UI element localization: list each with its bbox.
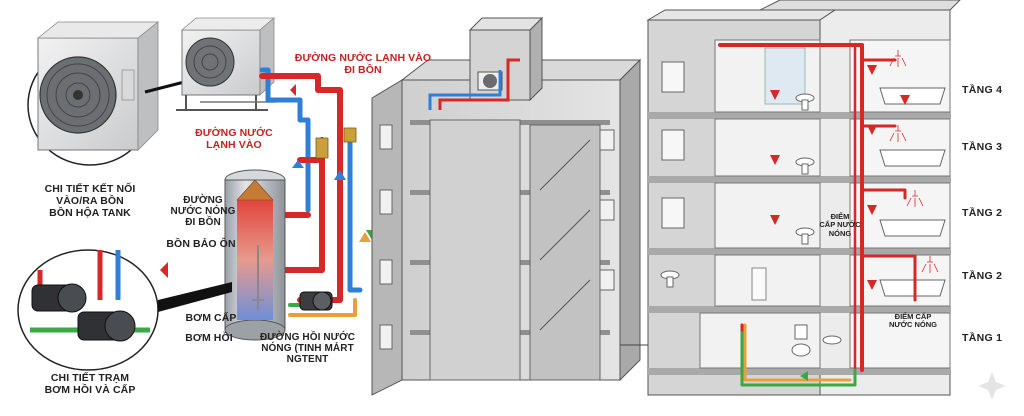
floor-label-5: TẦNG 1 xyxy=(962,332,1003,344)
pump-station-detail xyxy=(17,249,159,371)
floor-label-2: TẦNG 3 xyxy=(962,141,1003,153)
pipes-right xyxy=(718,43,917,387)
floor-label-3: TẦNG 2 xyxy=(962,207,1003,219)
bathtub-icon xyxy=(879,87,946,297)
outdoor-unit-icon xyxy=(36,21,160,151)
middle-building xyxy=(371,16,648,396)
pump-icon xyxy=(299,291,333,311)
floor-label-4: TẦNG 2 xyxy=(962,270,1003,282)
outdoor-unit-detail xyxy=(27,21,160,166)
label-cold-in: ĐƯỜNG NƯỚC LẠNH VÀO xyxy=(195,127,273,151)
label-hot-point-2: ĐIỂM CẤP NƯỚC NÓNG xyxy=(888,312,938,330)
label-connection-detail: CHI TIẾT KẾT NỐI VÀO/RA BỒN BỒN HỘA TANK xyxy=(44,183,136,219)
fixtures xyxy=(660,50,946,357)
flow-arrows-left xyxy=(160,84,378,278)
label-tank: BỒN BẢO ÔN xyxy=(166,238,236,250)
shower-icon xyxy=(889,50,939,273)
label-hot-point-1: ĐIỂM CẤP NƯỚC NÓNG xyxy=(819,212,861,238)
tank-icon xyxy=(224,169,286,341)
right-building xyxy=(646,0,961,396)
outdoor-unit-main xyxy=(176,17,276,111)
label-pump-station: CHI TIẾT TRẠM BƠM HỒI VÀ CẤP xyxy=(44,372,136,396)
toilet-icon xyxy=(751,267,811,357)
label-cold-in-top: ĐƯỜNG NƯỚC LẠNH VÀO ĐI BỒN xyxy=(294,52,432,76)
label-hot-return: ĐƯỜNG HỒI NƯỚC NÓNG (TINH MẢRT NGTENT xyxy=(259,332,356,366)
sink-icon xyxy=(660,93,842,345)
label-pump-supply: BƠM CẤP xyxy=(185,312,237,324)
label-pump-return: BƠM HỒI xyxy=(185,332,233,344)
floor-label-1: TẦNG 4 xyxy=(962,84,1003,96)
flow-arrows-right xyxy=(770,65,910,381)
label-hot-out: ĐƯỜNG NƯỚC NÓNG ĐI BỒN xyxy=(170,195,236,229)
